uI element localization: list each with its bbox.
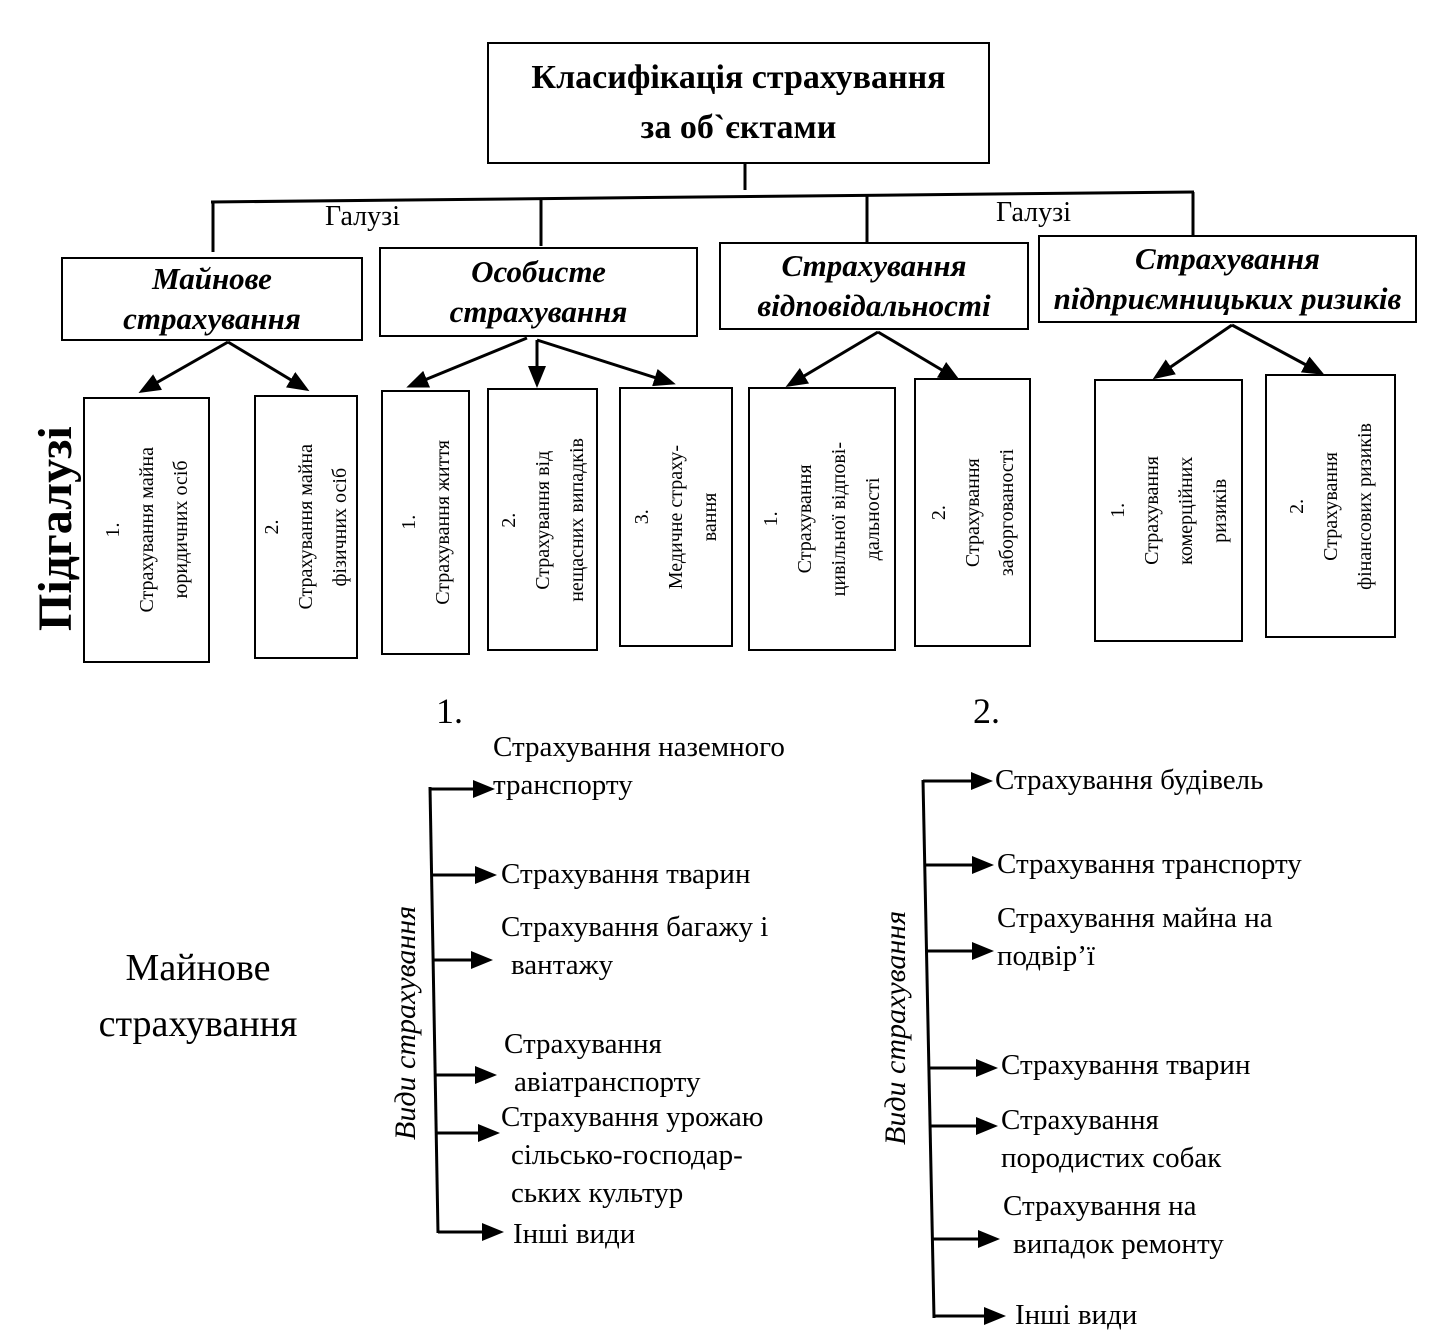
subbranch-line: юридичних осіб [169, 460, 192, 600]
subbranch-line: Страхування від [531, 449, 554, 589]
root-title-line1: Класифікація страхування [531, 59, 946, 96]
subbranch-line: комерційних [1174, 456, 1197, 565]
subbranch-box: 2. Страхування заборгованості [914, 378, 1031, 647]
subbranch-line: Страхування майна [295, 444, 317, 610]
subbranch-line: Страхування [1319, 451, 1342, 561]
list1-item: Інші види [513, 1215, 635, 1253]
side-label-pidgaluzi: Підгалузі [29, 426, 82, 632]
item-line: транспорту [493, 769, 633, 801]
list2-item: Страхування майна на подвір’ї [997, 899, 1273, 975]
subbranch-line: заборгованості [995, 448, 1018, 577]
root-box: Класифікація страхування за об`єктами [487, 42, 990, 164]
item-line: Інші види [513, 1218, 636, 1250]
list1-item: Страхування тварин [501, 855, 750, 893]
branch-personal: Особисте страхування [379, 247, 698, 337]
subbranch-line: 1. [101, 522, 124, 538]
item-line: випадок ремонту [1013, 1228, 1224, 1260]
item-line: авіатранспорту [514, 1066, 701, 1098]
subbranch-line: дальності [862, 477, 884, 561]
subbranch-box: 1. Страхування цивільної відпові- дально… [748, 387, 896, 651]
subbranch-line: Страхування [794, 464, 816, 574]
lower-left-title-line1: Майнове [125, 947, 271, 989]
subbranch-line: 2. [261, 519, 283, 535]
item-line: Страхування транспорту [997, 848, 1302, 880]
branch-line2: підприємницьких ризиків [1053, 281, 1402, 316]
list1-item: Страхування урожаю сільсько-господар- сь… [501, 1098, 763, 1212]
subbranch-box: 3. Медичне страху- вання [619, 387, 733, 647]
subbranch-line: Медичне страху- [665, 444, 687, 590]
subbranch-box: 2. Страхування майна фізичних осіб [254, 395, 358, 659]
subbranch-line: нещасних випадків [565, 437, 588, 602]
lower-left-title: Майнове страхування [68, 940, 328, 1052]
list2-number: 2. [973, 691, 1000, 731]
list2-item: Страхування породистих собак [1001, 1101, 1221, 1177]
subbranch-line: Страхування [961, 458, 984, 567]
list2-item: Страхування на випадок ремонту [1003, 1187, 1224, 1263]
list1-item: Страхування авіатранспорту [504, 1025, 700, 1101]
subbranch-line: фінансових ризиків [1353, 422, 1376, 590]
branch-line1: Майнове [152, 261, 272, 296]
subbranch-box: 1. Страхування майна юридичних осіб [83, 397, 210, 663]
branch-line1: Страхування [1134, 241, 1321, 276]
branch-line1: Страхування [781, 248, 967, 283]
item-line: Страхування тварин [501, 858, 751, 890]
item-line: Інші види [1015, 1299, 1138, 1331]
list1-item: Страхування наземного транспорту [493, 728, 785, 804]
galuzi-label-right: Галузі [996, 197, 1071, 228]
subbranch-box: 1. Страхування комерційних ризиків [1094, 379, 1243, 642]
item-line: Страхування на [1003, 1190, 1197, 1222]
subbranch-line: 2. [927, 505, 950, 520]
subbranch-line: 1. [397, 515, 420, 530]
subbranch-line: 3. [631, 509, 653, 525]
item-line: сільсько-господар- [511, 1139, 743, 1171]
subbranch-line: Страхування [1140, 456, 1163, 565]
branch-line1: Особисте [471, 254, 606, 289]
subbranch-line: ризиків [1208, 478, 1231, 543]
branch-liability: Страхування відповідальності [719, 242, 1029, 330]
item-line: Страхування урожаю [501, 1101, 764, 1133]
list2-item: Страхування транспорту [997, 845, 1302, 883]
item-line: Страхування майна на [997, 902, 1273, 934]
item-line: Страхування тварин [1001, 1049, 1251, 1081]
branch-business-risks: Страхування підприємницьких ризиків [1038, 235, 1417, 323]
subbranch-line: 1. [760, 511, 782, 527]
item-line: породистих собак [1001, 1142, 1222, 1174]
lower-left-title-line2: страхування [98, 1003, 298, 1045]
item-line: Страхування наземного [493, 731, 785, 763]
subbranch-line: цивільної відпові- [828, 441, 850, 597]
subbranch-line: 2. [497, 512, 520, 527]
list1-item: Страхування багажу і вантажу [501, 908, 768, 984]
branch-line2: страхування [123, 301, 301, 336]
list2-item: Страхування будівель [995, 761, 1263, 799]
item-line: подвір’ї [997, 940, 1095, 972]
vidy-label-left: Види страхування [389, 905, 422, 1140]
branch-property: Майнове страхування [61, 257, 363, 341]
subbranch-box: 1. Страхування життя [381, 390, 470, 655]
branch-line2: страхування [449, 294, 628, 329]
item-line: Страхування [504, 1028, 662, 1060]
item-line: Страхування [1001, 1104, 1159, 1136]
subbranch-box: 2. Страхування від нещасних випадків [487, 388, 598, 651]
subbranch-line: 1. [1106, 503, 1129, 518]
subbranch-line: вання [699, 492, 721, 542]
root-title-line2: за об`єктами [640, 109, 837, 146]
item-line: Страхування багажу і [501, 911, 769, 943]
item-line: ських культур [511, 1177, 684, 1209]
list1-number: 1. [436, 691, 463, 731]
subbranch-line: фізичних осіб [329, 467, 351, 587]
item-line: вантажу [511, 949, 614, 981]
vidy-label-right: Види страхування [879, 910, 912, 1145]
list2-item: Страхування тварин [1001, 1046, 1250, 1084]
branch-line2: відповідальності [757, 288, 991, 323]
subbranch-line: Страхування майна [135, 447, 158, 613]
subbranch-line: 2. [1285, 498, 1308, 514]
subbranch-box: 2. Страхування фінансових ризиків [1265, 374, 1396, 638]
item-line: Страхування будівель [995, 764, 1264, 796]
subbranch-line: Страхування життя [431, 440, 454, 605]
galuzi-label-left: Галузі [325, 201, 400, 232]
list2-item: Інші види [1015, 1296, 1137, 1334]
